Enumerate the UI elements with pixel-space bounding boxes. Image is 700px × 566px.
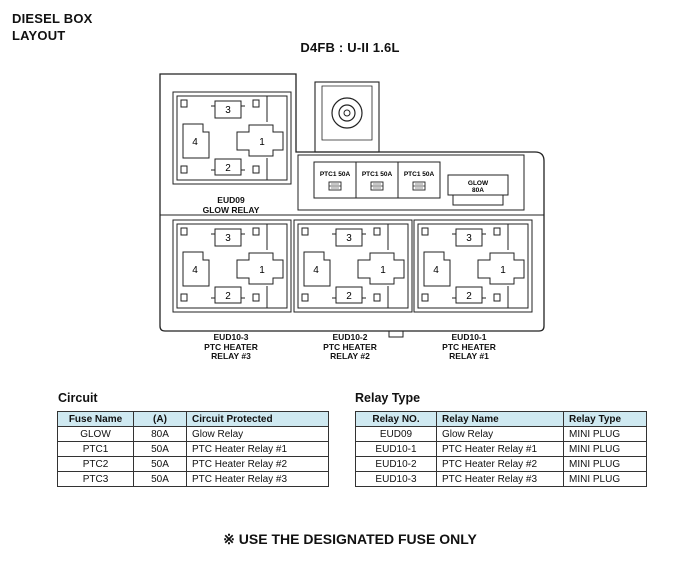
relay-terminal-number: 2 bbox=[225, 163, 231, 174]
relay-terminal-number: 1 bbox=[259, 137, 265, 148]
relay-terminal-number: 1 bbox=[380, 265, 386, 276]
table-cell: PTC Heater Relay #2 bbox=[436, 456, 564, 472]
caption-eud09: EUD09 GLOW RELAY bbox=[202, 195, 260, 215]
fuse-ptc: PTC1 50A bbox=[320, 171, 351, 191]
relay-eud09: 3 2 4 1 bbox=[172, 91, 292, 185]
caption-eud10-3: EUD10-3 PTC HEATER RELAY #3 bbox=[204, 332, 258, 361]
circuit-title: Circuit bbox=[58, 391, 98, 405]
table-cell: EUD10-2 bbox=[355, 456, 437, 472]
stud-inner bbox=[338, 104, 356, 122]
relay-terminal-number: 3 bbox=[346, 233, 352, 244]
table-cell: PTC Heater Relay #3 bbox=[436, 471, 564, 487]
glow-fuse-label-2: 80A bbox=[472, 187, 484, 194]
relay-terminal-number: 4 bbox=[433, 265, 439, 276]
table-cell: 50A bbox=[133, 441, 187, 457]
relay-terminal-number: 4 bbox=[192, 265, 198, 276]
relay-terminal-number: 2 bbox=[346, 291, 352, 302]
fuse-ptc: PTC1 50A bbox=[404, 171, 435, 191]
model-label: D4FB : U-II 1.6L bbox=[300, 40, 400, 55]
stud-housing bbox=[314, 81, 380, 153]
relay-socket bbox=[293, 219, 413, 313]
relay-eud10-1: 3 2 4 1 bbox=[413, 219, 533, 313]
column-header: Relay NO. bbox=[355, 411, 437, 427]
table-cell: GLOW bbox=[57, 426, 134, 442]
relay-terminal-number: 3 bbox=[225, 233, 231, 244]
relay-terminal-number: 3 bbox=[225, 105, 231, 116]
table-cell: MINI PLUG bbox=[563, 471, 647, 487]
fuse-label: PTC1 50A bbox=[320, 171, 351, 178]
column-header: Relay Type bbox=[563, 411, 647, 427]
relay-terminal-number: 2 bbox=[225, 291, 231, 302]
relay-terminal-number: 2 bbox=[466, 291, 472, 302]
relay-terminal-number: 4 bbox=[192, 137, 198, 148]
glow-fuse-label-1: GLOW bbox=[468, 180, 489, 187]
relay-socket bbox=[413, 219, 533, 313]
table-cell: 50A bbox=[133, 456, 187, 472]
column-header: (A) bbox=[133, 411, 187, 427]
table-cell: PTC Heater Relay #3 bbox=[186, 471, 329, 487]
table-cell: 50A bbox=[133, 471, 187, 487]
stud-outer bbox=[331, 97, 363, 129]
table-header-row: Fuse Name (A) Circuit Protected bbox=[57, 411, 329, 427]
table-cell: EUD10-3 bbox=[355, 471, 437, 487]
table-cell: EUD09 bbox=[355, 426, 437, 442]
relay-type-title: Relay Type bbox=[355, 391, 421, 405]
table-cell: PTC3 bbox=[57, 471, 134, 487]
relay-socket bbox=[172, 219, 292, 313]
table-cell: PTC1 bbox=[57, 441, 134, 457]
fuse-housing bbox=[297, 154, 525, 211]
box-outline bbox=[159, 73, 545, 332]
relay-terminal-number: 4 bbox=[313, 265, 319, 276]
relay-socket bbox=[172, 91, 292, 185]
page-title: DIESEL BOX LAYOUT bbox=[12, 11, 93, 43]
table-cell: PTC Heater Relay #2 bbox=[186, 456, 329, 472]
table-cell: PTC Heater Relay #1 bbox=[186, 441, 329, 457]
column-header: Relay Name bbox=[436, 411, 564, 427]
bottom-tab bbox=[388, 330, 404, 338]
table-cell: PTC2 bbox=[57, 456, 134, 472]
table-cell: PTC Heater Relay #1 bbox=[436, 441, 564, 457]
caption-eud10-2: EUD10-2 PTC HEATER RELAY #2 bbox=[323, 332, 377, 361]
table-header-row: Relay NO. Relay Name Relay Type bbox=[355, 411, 647, 427]
table-cell: MINI PLUG bbox=[563, 441, 647, 457]
table-cell: Glow Relay bbox=[186, 426, 329, 442]
relay-eud10-2: 3 2 4 1 bbox=[293, 219, 413, 313]
relay-terminal-number: 3 bbox=[466, 233, 472, 244]
column-header: Fuse Name bbox=[57, 411, 134, 427]
table-cell: Glow Relay bbox=[436, 426, 564, 442]
relay-eud10-3: 3 2 4 1 bbox=[172, 219, 292, 313]
column-header: Circuit Protected bbox=[186, 411, 329, 427]
fuse-label: PTC1 50A bbox=[362, 171, 393, 178]
fuse-ptc: PTC1 50A bbox=[362, 171, 393, 191]
table-cell: EUD10-1 bbox=[355, 441, 437, 457]
fuse-box-diagram: PTC1 50A PTC1 50A PTC1 50A GLOW 80A 3 2 4 1 3 2… bbox=[159, 73, 545, 338]
table-cell: 80A bbox=[133, 426, 187, 442]
table-cell: MINI PLUG bbox=[563, 426, 647, 442]
relay-terminal-number: 1 bbox=[259, 265, 265, 276]
table-cell: MINI PLUG bbox=[563, 456, 647, 472]
relay-terminal-number: 1 bbox=[500, 265, 506, 276]
caption-eud10-1: EUD10-1 PTC HEATER RELAY #1 bbox=[442, 332, 496, 361]
designated-fuse-note: ※ USE THE DESIGNATED FUSE ONLY bbox=[223, 531, 477, 547]
fuse-label: PTC1 50A bbox=[404, 171, 435, 178]
